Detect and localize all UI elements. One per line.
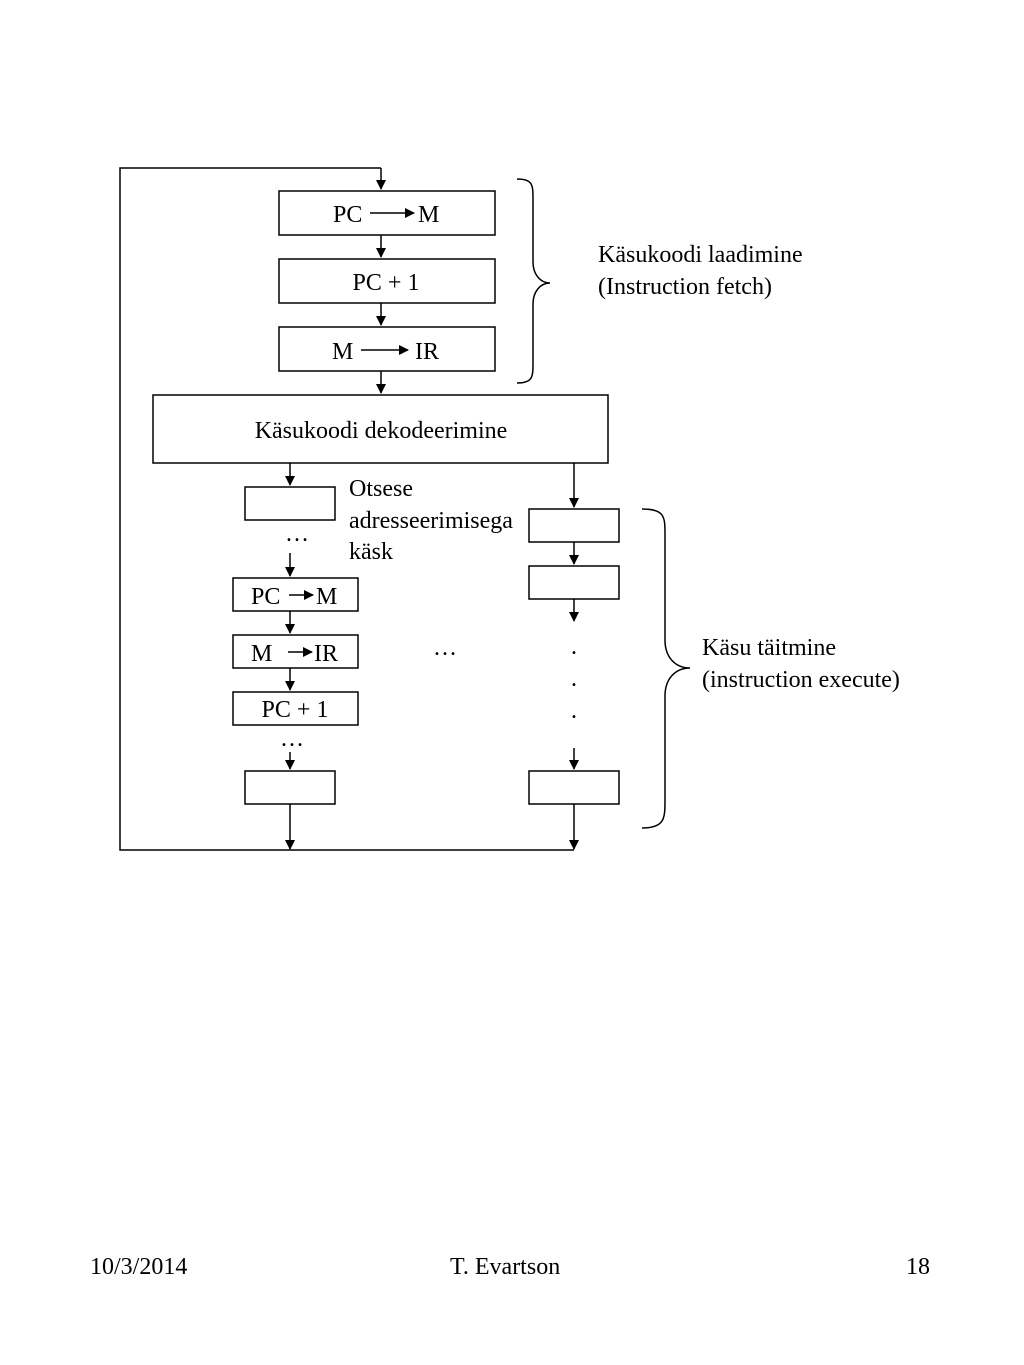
fetch-label-line-1: Käsukoodi laadimine	[598, 242, 803, 268]
fetch-box-pc-plus-1	[278, 258, 496, 304]
left-box-pc-plus-1	[232, 691, 359, 726]
execute-brace	[641, 508, 691, 829]
right-step-box	[528, 508, 620, 543]
ellipsis-lower-left: …	[280, 726, 304, 752]
vertical-dot: .	[571, 698, 577, 724]
left-ir-label: IR	[314, 641, 338, 667]
right-last-box	[528, 770, 620, 805]
fetch-m-label: M	[418, 202, 439, 228]
ellipsis-middle: …	[433, 635, 457, 661]
decode-box	[152, 394, 609, 464]
fetch-box-m-to-ir	[278, 326, 496, 372]
vertical-dot: .	[571, 634, 577, 660]
fetch-label-line-2: (Instruction fetch)	[598, 274, 772, 300]
direct-label-line-2: adresseerimisega	[349, 508, 513, 534]
execute-label-line-1: Käsu täitmine	[702, 635, 836, 661]
loop-return-line	[119, 167, 574, 851]
left-step-box	[244, 486, 336, 521]
left-m-label: M	[316, 584, 337, 610]
direct-label-line-3: käsk	[349, 539, 393, 565]
left-pc-label: PC	[251, 584, 280, 610]
footer-author: T. Evartson	[450, 1254, 561, 1280]
right-step-box	[528, 565, 620, 600]
left-last-box	[244, 770, 336, 805]
direct-label-line-1: Otsese	[349, 476, 413, 502]
fetch-pc-plus-1-label: PC + 1	[353, 270, 420, 296]
left-m-source-label: M	[251, 641, 272, 667]
vertical-dot: .	[571, 666, 577, 692]
fetch-m-source-label: M	[332, 339, 353, 365]
fetch-ir-label: IR	[415, 339, 439, 365]
fetch-brace	[516, 178, 551, 384]
fetch-pc-label: PC	[333, 202, 362, 228]
footer-date: 10/3/2014	[90, 1254, 188, 1280]
footer-page-number: 18	[906, 1254, 930, 1280]
left-pc-plus-1-label: PC + 1	[262, 697, 329, 723]
decode-label: Käsukoodi dekodeerimine	[255, 418, 508, 444]
ellipsis-upper-left: …	[285, 521, 309, 547]
execute-label-line-2: (instruction execute)	[702, 667, 900, 693]
